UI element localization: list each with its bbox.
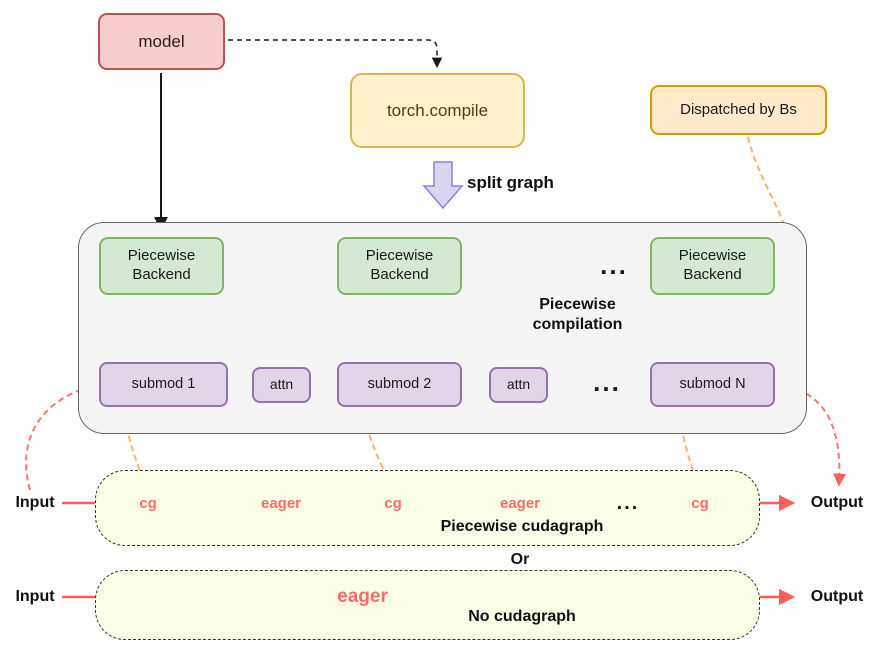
input-label-2: Input	[15, 588, 55, 605]
torch-compile-node: torch.compile	[350, 73, 525, 148]
submod-1-node: submod 1	[99, 362, 228, 407]
attn-2-node: attn	[489, 367, 548, 403]
arrow-model-to-compile	[228, 39, 443, 69]
cg-2-label: cg	[384, 495, 402, 512]
cg-3-label: cg	[691, 495, 709, 512]
eager-2-label: eager	[499, 495, 541, 512]
dispatched-by-bs-node: Dispatched by Bs	[650, 85, 827, 135]
submod-ellipsis: ...	[593, 367, 621, 398]
split-graph-arrow-icon	[422, 161, 464, 210]
model-node: model	[98, 13, 225, 70]
submod-2-node: submod 2	[337, 362, 462, 407]
split-graph-label: split graph	[467, 173, 554, 192]
piecewise-backend-3: Piecewise Backend	[650, 237, 775, 295]
piecewise-cudagraph-container	[95, 470, 760, 546]
backend-ellipsis: ...	[600, 249, 628, 280]
eager-1-label: eager	[260, 495, 302, 512]
no-cudagraph-container	[95, 570, 760, 640]
piecewise-backend-2: Piecewise Backend	[337, 237, 462, 295]
attn-1-node: attn	[252, 367, 311, 403]
output-label-1: Output	[810, 494, 864, 511]
input-label-1: Input	[15, 494, 55, 511]
or-label: Or	[510, 551, 530, 568]
piecewise-backend-1: Piecewise Backend	[99, 237, 224, 295]
eager-label: eager	[337, 586, 388, 607]
no-cudagraph-label: No cudagraph	[468, 608, 576, 625]
piecewise-cudagraph-label: Piecewise cudagraph	[440, 518, 604, 535]
output-label-2: Output	[810, 588, 864, 605]
cg-1-label: cg	[139, 495, 157, 512]
submod-n-node: submod N	[650, 362, 775, 407]
cudagraph-ellipsis: ...	[616, 492, 640, 514]
piecewise-compilation-label: Piecewise compilation	[532, 296, 623, 333]
